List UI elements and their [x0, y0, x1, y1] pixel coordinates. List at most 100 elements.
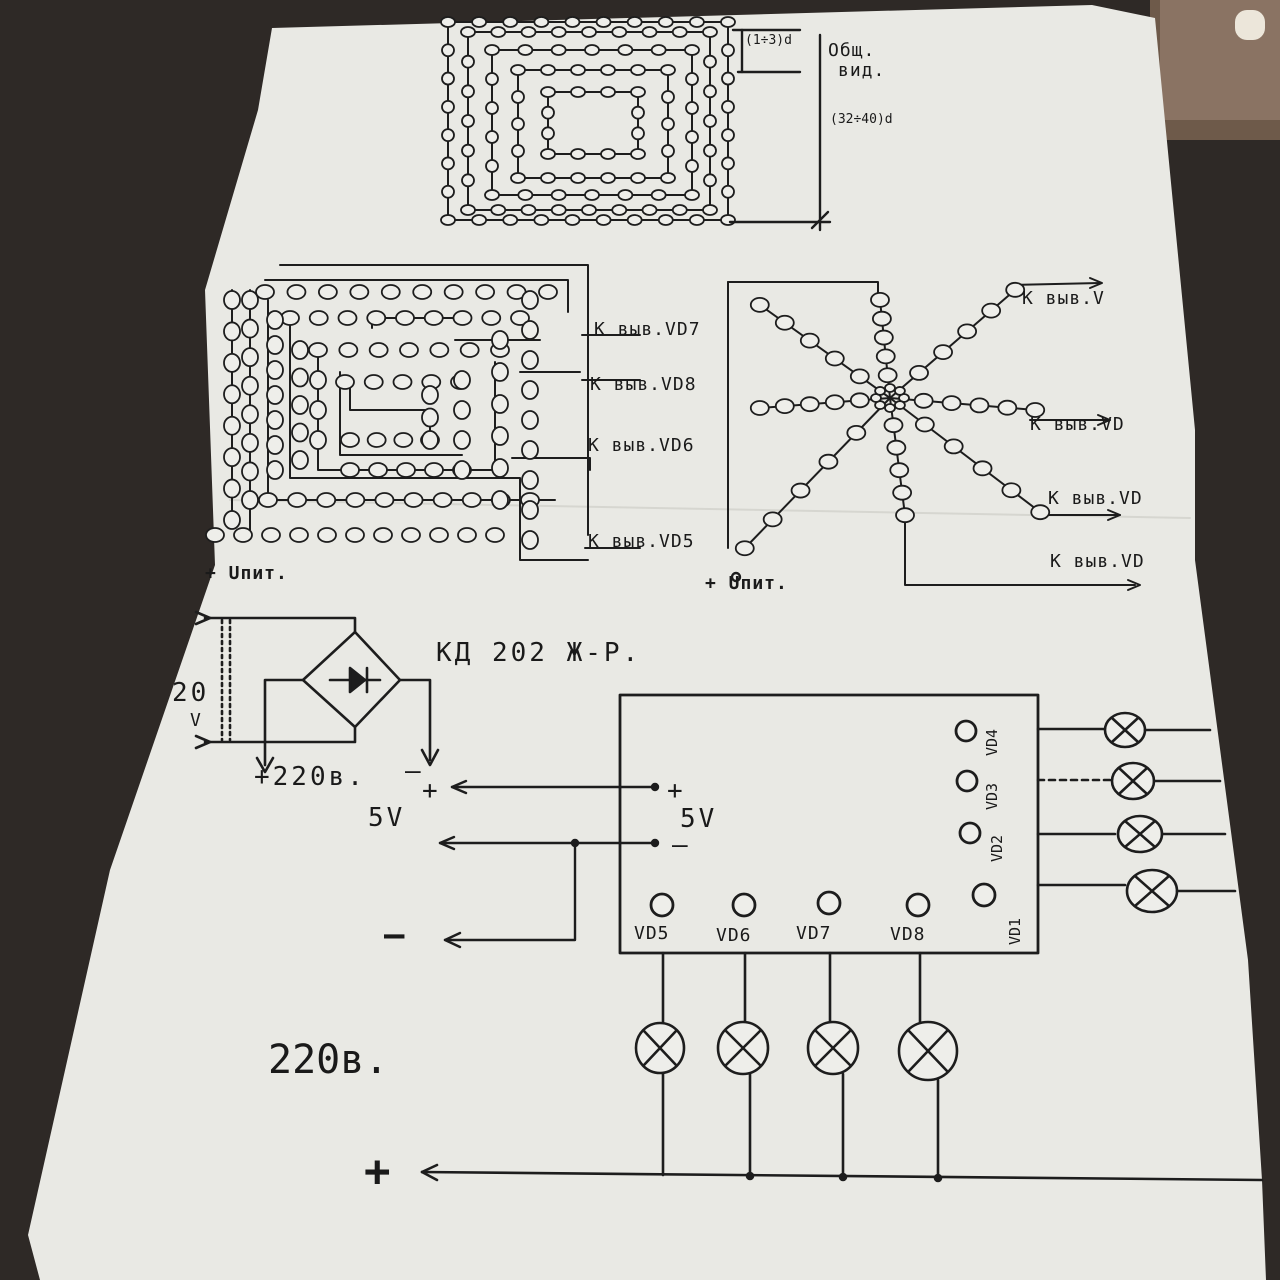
plus-terminal-symbol: + — [364, 1146, 391, 1197]
matrix-node — [702, 26, 718, 38]
star-node — [1005, 281, 1026, 298]
spiral-node — [491, 458, 509, 478]
spiral-node — [309, 370, 327, 390]
bridge-diode-label: КД 202 Ж-Р. — [436, 638, 642, 668]
matrix-node — [440, 214, 456, 226]
spiral-node — [291, 367, 309, 388]
spiral-node — [485, 527, 505, 543]
spiral-node — [241, 290, 259, 310]
star-node — [941, 395, 962, 411]
matrix-node — [490, 26, 507, 38]
matrix-node — [460, 26, 476, 38]
matrix-node — [550, 189, 567, 201]
spiral-node — [491, 330, 509, 350]
matrix-node — [461, 54, 475, 69]
matrix-node — [510, 64, 526, 76]
matrix-node — [630, 148, 646, 160]
spiral-node — [368, 462, 388, 478]
matrix-node — [657, 214, 674, 226]
spiral-node — [223, 352, 241, 373]
star-node — [818, 453, 839, 470]
mains-voltage-label: 220в. — [268, 1037, 389, 1083]
matrix-node — [671, 204, 688, 216]
star-node — [790, 482, 811, 499]
matrix-node — [570, 86, 586, 98]
spiral-node — [374, 492, 395, 508]
star-output-2: К выв.VD — [1030, 414, 1125, 435]
matrix-node — [517, 44, 534, 56]
spiral-node — [308, 310, 329, 326]
matrix-node — [461, 114, 475, 128]
spiral-node — [223, 478, 241, 499]
spiral-node — [429, 527, 449, 543]
star-node — [895, 507, 915, 524]
led-label-vd6: VD6 — [716, 925, 752, 946]
matrix-node — [511, 144, 525, 158]
star-node — [892, 484, 913, 501]
matrix-node — [630, 172, 646, 184]
star-node — [886, 439, 907, 456]
led-label-vd1: VD1 — [1006, 917, 1024, 945]
spiral-node — [538, 284, 558, 300]
matrix-node — [595, 214, 612, 226]
matrix-node — [584, 189, 600, 201]
dim-top-label: (1÷3)d — [745, 33, 792, 48]
minus-terminal-symbol: — — [384, 915, 405, 955]
matrix-node — [550, 44, 567, 56]
spiral-node — [291, 340, 309, 360]
bridge-input-unit: V — [190, 710, 202, 731]
star-node — [872, 310, 892, 327]
matrix-node — [441, 128, 455, 143]
spiral-node — [392, 374, 413, 390]
matrix-node — [626, 16, 643, 28]
star-node — [933, 344, 953, 361]
spiral-node — [491, 426, 509, 446]
matrix-node — [600, 148, 616, 160]
star-node — [799, 332, 820, 349]
supply-5v-left: 5V — [368, 803, 406, 833]
matrix-node — [517, 189, 534, 201]
right-lamps — [1036, 711, 1237, 914]
supply-wiring — [438, 779, 660, 949]
star-node — [873, 329, 894, 346]
spiral-node — [521, 530, 539, 550]
spiral-node — [266, 310, 284, 330]
spiral-node — [241, 404, 259, 425]
matrix-node — [502, 16, 519, 28]
spiral-node — [266, 435, 284, 455]
star-node — [957, 323, 978, 340]
spiral-node — [373, 527, 393, 543]
spiral-node — [491, 362, 509, 382]
matrix-node — [520, 204, 537, 216]
spiral-node — [366, 432, 387, 448]
matrix-node — [440, 16, 456, 28]
spiral-node — [453, 400, 471, 420]
spiral-node — [510, 310, 530, 326]
star-node — [914, 416, 935, 433]
star-node — [1025, 402, 1046, 418]
star-node — [824, 350, 845, 367]
spiral-node — [424, 462, 444, 478]
star-node — [943, 438, 964, 455]
matrix-node — [550, 26, 567, 38]
matrix-node — [685, 130, 699, 144]
spiral-node — [443, 284, 464, 300]
matrix-node — [660, 64, 676, 76]
matrix-node — [650, 44, 667, 56]
spiral-node — [453, 370, 471, 390]
spiral-node — [491, 394, 509, 414]
star-output-3: К выв.VD — [1048, 488, 1143, 509]
matrix-node — [641, 204, 658, 216]
star-node — [774, 398, 795, 414]
matrix-node — [485, 159, 499, 173]
star-center-node — [884, 403, 896, 413]
matrix-node — [617, 44, 634, 56]
matrix-node — [441, 156, 455, 171]
matrix-node — [684, 44, 700, 56]
matrix-node — [485, 101, 499, 115]
spiral-node — [266, 335, 284, 355]
spiral-node — [421, 407, 439, 428]
spiral-node — [521, 290, 539, 310]
spiral-node — [403, 492, 424, 508]
